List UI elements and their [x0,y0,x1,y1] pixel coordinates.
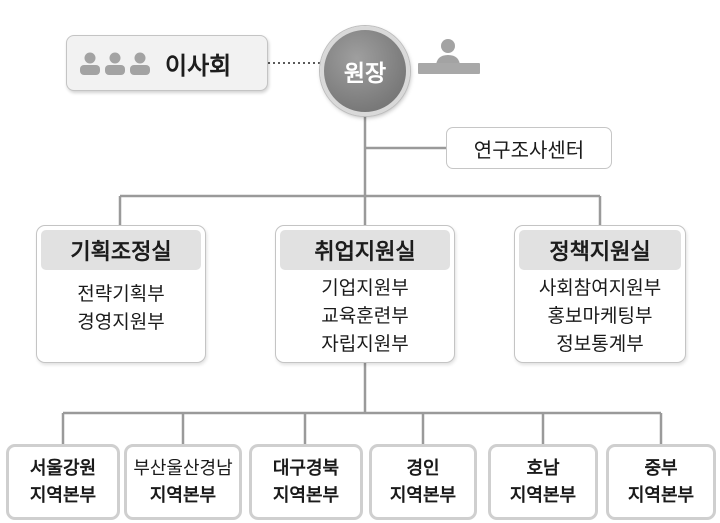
research-center-label: 연구조사센터 [473,137,585,162]
regional-office-seoul-gangwon: 서울강원 지역본부 [6,444,120,520]
region-name: 서울강원 [29,458,97,479]
dept-policy: 정책지원실 사회참여지원부 홍보마케팅부 정보통계부 [514,225,686,363]
region-suffix: 지역본부 [29,485,97,506]
dept-planning: 기획조정실 전략기획부 경영지원부 [36,225,206,363]
unit-label: 기업지원부 [321,277,409,299]
regional-office-jungbu: 중부 지역본부 [606,444,716,520]
dept-title: 취업지원실 [280,230,450,270]
director-circle: 원장 [320,26,410,116]
region-suffix: 지역본부 [509,485,577,506]
unit-label: 홍보마케팅부 [547,305,653,327]
board-label: 이사회 [165,51,232,80]
region-name: 경인 [406,458,440,479]
regional-office-gyeongin: 경인 지역본부 [369,444,477,520]
desk-person-icon [416,37,482,81]
region-suffix: 지역본부 [149,485,217,506]
regional-office-daegu-gyeongbuk: 대구경북 지역본부 [249,444,363,520]
unit-label: 정보통계부 [556,333,644,355]
unit-label: 자립지원부 [321,333,409,355]
regional-office-honam: 호남 지역본부 [488,444,598,520]
director-label: 원장 [343,61,387,87]
region-name: 대구경북 [272,458,340,479]
unit-label: 사회참여지원부 [538,277,662,299]
dept-title: 정책지원실 [519,230,681,270]
region-suffix: 지역본부 [389,485,457,506]
regional-office-busan-ulsan-gyeongnam: 부산울산경남 지역본부 [124,444,242,520]
dept-title: 기획조정실 [41,230,201,270]
region-suffix: 지역본부 [627,485,695,506]
unit-label: 교육훈련부 [321,305,409,327]
people-icon [79,51,151,75]
region-name: 호남 [526,458,560,479]
unit-label: 경영지원부 [77,311,165,333]
dept-employment: 취업지원실 기업지원부 교육훈련부 자립지원부 [275,225,455,363]
board-box: 이사회 [66,35,268,91]
region-suffix: 지역본부 [272,485,340,506]
unit-label: 전략기획부 [77,283,165,305]
research-center-box: 연구조사센터 [446,127,612,169]
region-name: 중부 [644,458,678,479]
region-name: 부산울산경남 [133,458,233,479]
